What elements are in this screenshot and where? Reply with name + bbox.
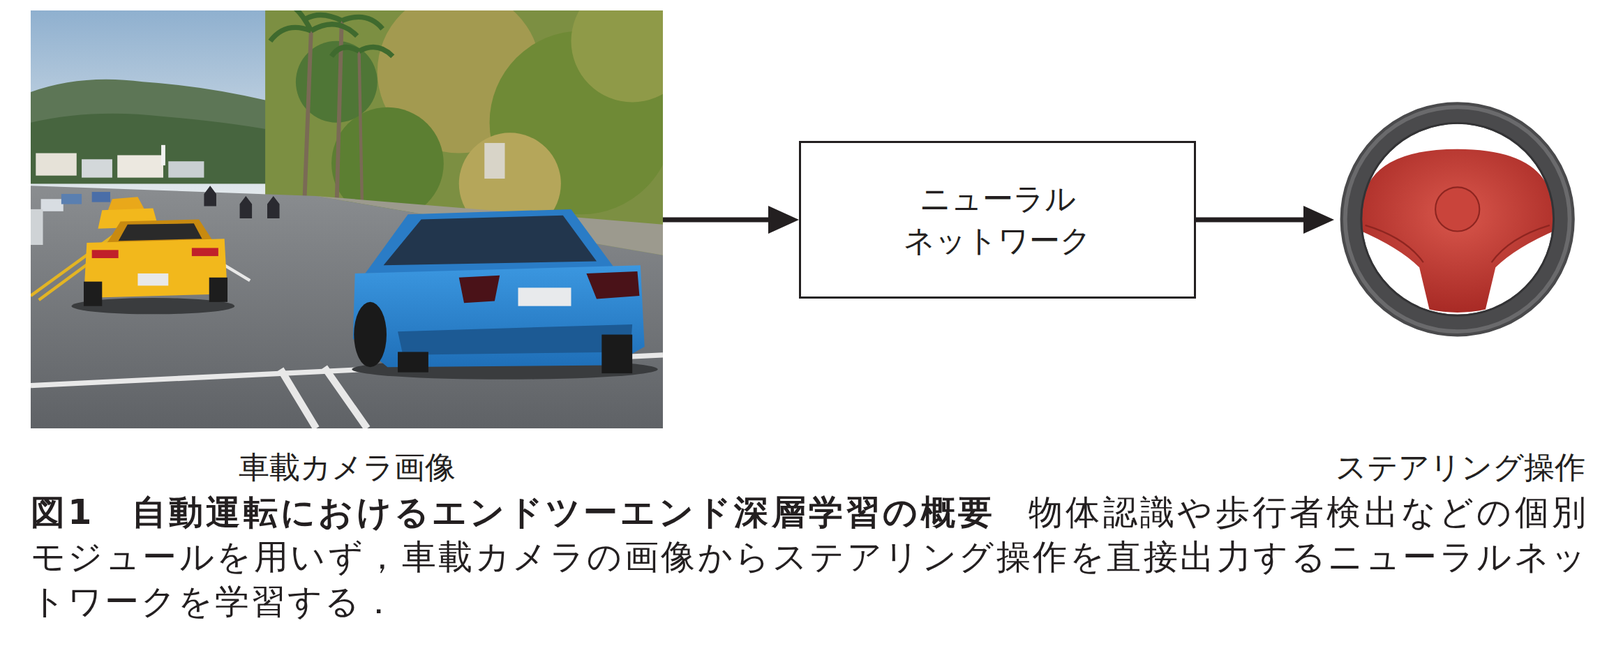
building — [35, 153, 77, 176]
distant-car — [41, 198, 64, 212]
steering-node: ステアリング操作 — [1334, 96, 1587, 343]
box-label: ニューラル ネットワーク — [886, 177, 1110, 262]
arrow-head — [768, 205, 799, 234]
plate — [517, 287, 571, 306]
arrow-head — [1303, 205, 1335, 234]
distant-car — [30, 209, 44, 245]
figure-caption: 図1 自動運転におけるエンドツーエンド深層学習の概要物体認識や歩行者検出などの個… — [30, 490, 1589, 625]
arrow-connector — [662, 205, 799, 234]
arrow-connector — [1195, 205, 1335, 234]
sign — [484, 143, 505, 179]
yellow-car-window — [118, 223, 203, 241]
image-label: ステアリング操作 — [1335, 446, 1586, 489]
blue-car-roof — [364, 209, 615, 274]
lane-mark — [224, 265, 251, 281]
arrow-shaft — [662, 217, 772, 223]
building — [168, 161, 204, 178]
tire — [601, 334, 633, 375]
road — [30, 185, 663, 429]
rim-highlight — [1345, 106, 1570, 332]
tire — [397, 351, 429, 372]
motorbikes — [203, 185, 280, 219]
tree-crown — [570, 10, 663, 102]
tower — [161, 145, 166, 166]
plate — [137, 273, 169, 287]
blue-car-body — [353, 265, 645, 368]
building — [81, 159, 113, 178]
wheel-rim — [1350, 113, 1564, 326]
camera-image-node: 車載カメラ画像 — [30, 10, 663, 429]
wheel-hub — [1435, 187, 1480, 231]
hill — [30, 79, 296, 185]
process-box: ニューラル ネットワーク — [798, 140, 1196, 299]
tire — [209, 277, 228, 303]
palm-trunk — [359, 50, 363, 204]
building — [117, 154, 164, 178]
distant-car — [92, 191, 111, 203]
palm-fronds — [270, 10, 393, 57]
bumper — [397, 324, 633, 356]
yellow-car-body — [83, 238, 228, 298]
blue-car-window — [383, 215, 597, 266]
tire — [83, 281, 102, 307]
crosswalk-line — [280, 367, 368, 429]
image-label: 車載カメラ画像 — [238, 446, 456, 489]
yellow-car-roof — [107, 219, 213, 244]
palm-trunk — [304, 30, 312, 215]
distant-car — [61, 193, 82, 205]
hill — [30, 113, 286, 185]
steering-wheel — [1334, 96, 1587, 343]
rim-inner-edge — [1361, 122, 1554, 316]
camera-photo — [30, 10, 663, 429]
tire — [353, 302, 387, 368]
taillight — [191, 247, 219, 257]
taillight — [92, 249, 119, 259]
arrow-shaft — [1195, 217, 1307, 223]
caption-title: 図1 自動運転におけるエンドツーエンド深層学習の概要 — [30, 492, 996, 533]
